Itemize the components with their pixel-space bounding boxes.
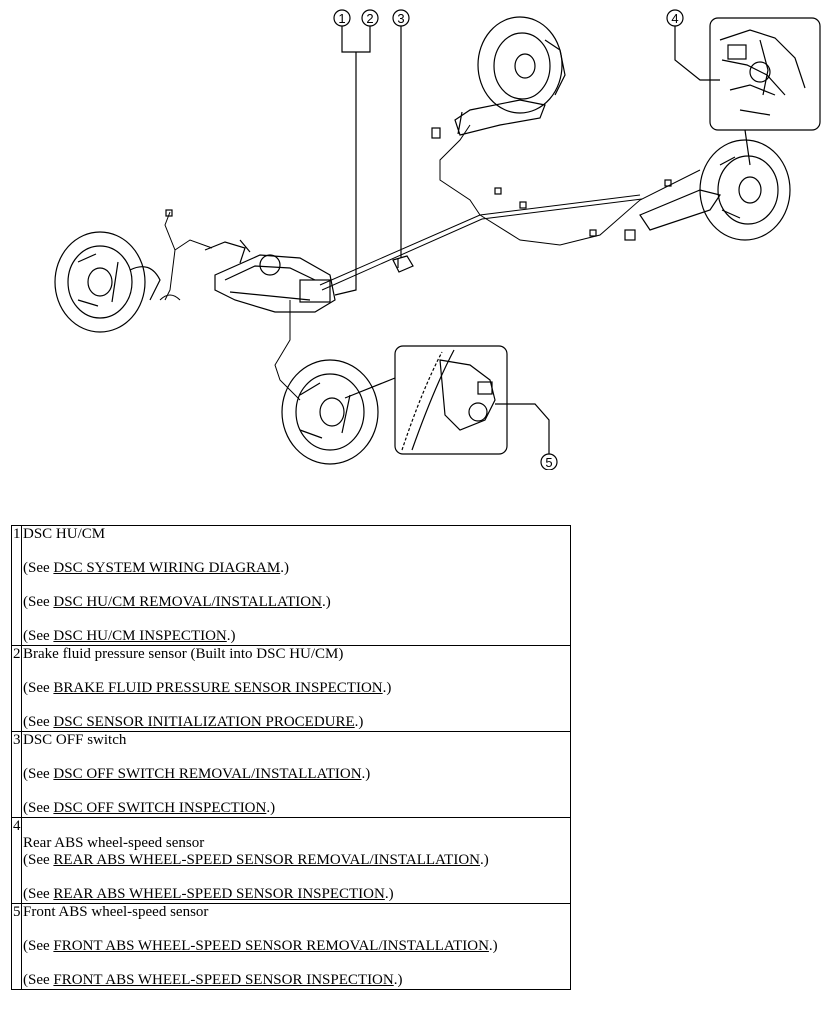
row-description: DSC OFF switch (See DSC OFF SWITCH REMOV… [21, 731, 571, 818]
rear-right-arm [639, 189, 721, 231]
row-number: 3 [11, 731, 22, 818]
reference-link[interactable]: DSC HU/CM REMOVAL/INSTALLATION [53, 594, 322, 610]
reference-line: (See FRONT ABS WHEEL-SPEED SENSOR REMOVA… [23, 938, 498, 954]
row-title: DSC OFF switch [23, 732, 127, 748]
svg-text:3: 3 [397, 11, 404, 26]
row-number: 2 [11, 645, 22, 732]
reference-link[interactable]: DSC SYSTEM WIRING DIAGRAM [53, 560, 281, 576]
callout-3: 3 [392, 9, 410, 27]
row-title: DSC HU/CM [23, 526, 106, 542]
svg-text:4: 4 [671, 11, 678, 26]
row-description: Front ABS wheel-speed sensor (See FRONT … [21, 903, 571, 990]
reference-line: (See DSC HU/CM INSPECTION.) [23, 628, 236, 644]
reference-link[interactable]: FRONT ABS WHEEL-SPEED SENSOR INSPECTION [53, 972, 394, 988]
row-description: Brake fluid pressure sensor (Built into … [21, 645, 571, 732]
callout-5: 5 [540, 453, 558, 470]
reference-link[interactable]: DSC OFF SWITCH INSPECTION [53, 800, 267, 816]
reference-link[interactable]: REAR ABS WHEEL-SPEED SENSOR REMOVAL/INST… [53, 852, 481, 868]
reference-link[interactable]: DSC HU/CM INSPECTION [53, 628, 227, 644]
callout-2: 2 [361, 9, 379, 27]
reference-link[interactable]: REAR ABS WHEEL-SPEED SENSOR INSPECTION [53, 886, 385, 902]
callout-1: 1 [333, 9, 351, 27]
rear-left-wheel [477, 16, 566, 114]
reference-line: (See REAR ABS WHEEL-SPEED SENSOR INSPECT… [23, 886, 394, 902]
reference-line: (See DSC SENSOR INITIALIZATION PROCEDURE… [23, 714, 364, 730]
row-title: Rear ABS wheel-speed sensor [23, 835, 205, 851]
reference-link[interactable]: DSC OFF SWITCH REMOVAL/INSTALLATION [53, 766, 362, 782]
harness-connectors [165, 127, 672, 241]
table-row: 1 DSC HU/CM (See DSC SYSTEM WIRING DIAGR… [11, 525, 571, 646]
rear-left-arm [454, 99, 546, 136]
row-description: Rear ABS wheel-speed sensor (See REAR AB… [21, 817, 571, 904]
brake-lines [159, 124, 701, 401]
reference-line: (See DSC SYSTEM WIRING DIAGRAM.) [23, 560, 289, 576]
svg-text:2: 2 [366, 11, 373, 26]
front-left-wheel [54, 231, 161, 333]
dsc-off-switch [392, 255, 414, 273]
front-right-wheel [281, 359, 379, 465]
reference-link[interactable]: DSC SENSOR INITIALIZATION PROCEDURE [53, 714, 355, 730]
reference-link[interactable]: BRAKE FLUID PRESSURE SENSOR INSPECTION [53, 680, 383, 696]
component-location-diagram: 1 2 3 4 5 [54, 9, 821, 470]
table-row: 5 Front ABS wheel-speed sensor (See FRON… [11, 903, 571, 990]
row-description: DSC HU/CM (See DSC SYSTEM WIRING DIAGRAM… [21, 525, 571, 646]
leader-line-4 [674, 26, 720, 81]
callout-4: 4 [666, 9, 684, 27]
row-title: Front ABS wheel-speed sensor [23, 904, 209, 920]
row-number: 4 [11, 817, 22, 904]
reference-link[interactable]: FRONT ABS WHEEL-SPEED SENSOR REMOVAL/INS… [53, 938, 489, 954]
row-title: Brake fluid pressure sensor (Built into … [23, 646, 344, 662]
rear-sensor-detail-inset [709, 17, 821, 166]
reference-line: (See DSC OFF SWITCH INSPECTION.) [23, 800, 276, 816]
svg-text:5: 5 [545, 455, 552, 470]
reference-line: (See REAR ABS WHEEL-SPEED SENSOR REMOVAL… [23, 852, 489, 868]
reference-line: (See DSC OFF SWITCH REMOVAL/INSTALLATION… [23, 766, 371, 782]
front-sensor-detail-inset [344, 345, 508, 455]
reference-line: (See BRAKE FLUID PRESSURE SENSOR INSPECT… [23, 680, 392, 696]
leader-line-5 [495, 403, 550, 454]
row-number: 5 [11, 903, 22, 990]
dsc-hu-cm-assembly [204, 239, 336, 313]
table-row: 3 DSC OFF switch (See DSC OFF SWITCH REM… [11, 731, 571, 818]
reference-line: (See FRONT ABS WHEEL-SPEED SENSOR INSPEC… [23, 972, 403, 988]
parts-table: 1 DSC HU/CM (See DSC SYSTEM WIRING DIAGR… [11, 525, 571, 990]
reference-line: (See DSC HU/CM REMOVAL/INSTALLATION.) [23, 594, 331, 610]
rear-right-wheel [699, 139, 791, 241]
leader-line-1-2 [334, 26, 371, 296]
table-row: 4 Rear ABS wheel-speed sensor (See REAR … [11, 817, 571, 904]
row-number: 1 [11, 525, 22, 646]
svg-text:1: 1 [338, 11, 345, 26]
table-row: 2 Brake fluid pressure sensor (Built int… [11, 645, 571, 732]
